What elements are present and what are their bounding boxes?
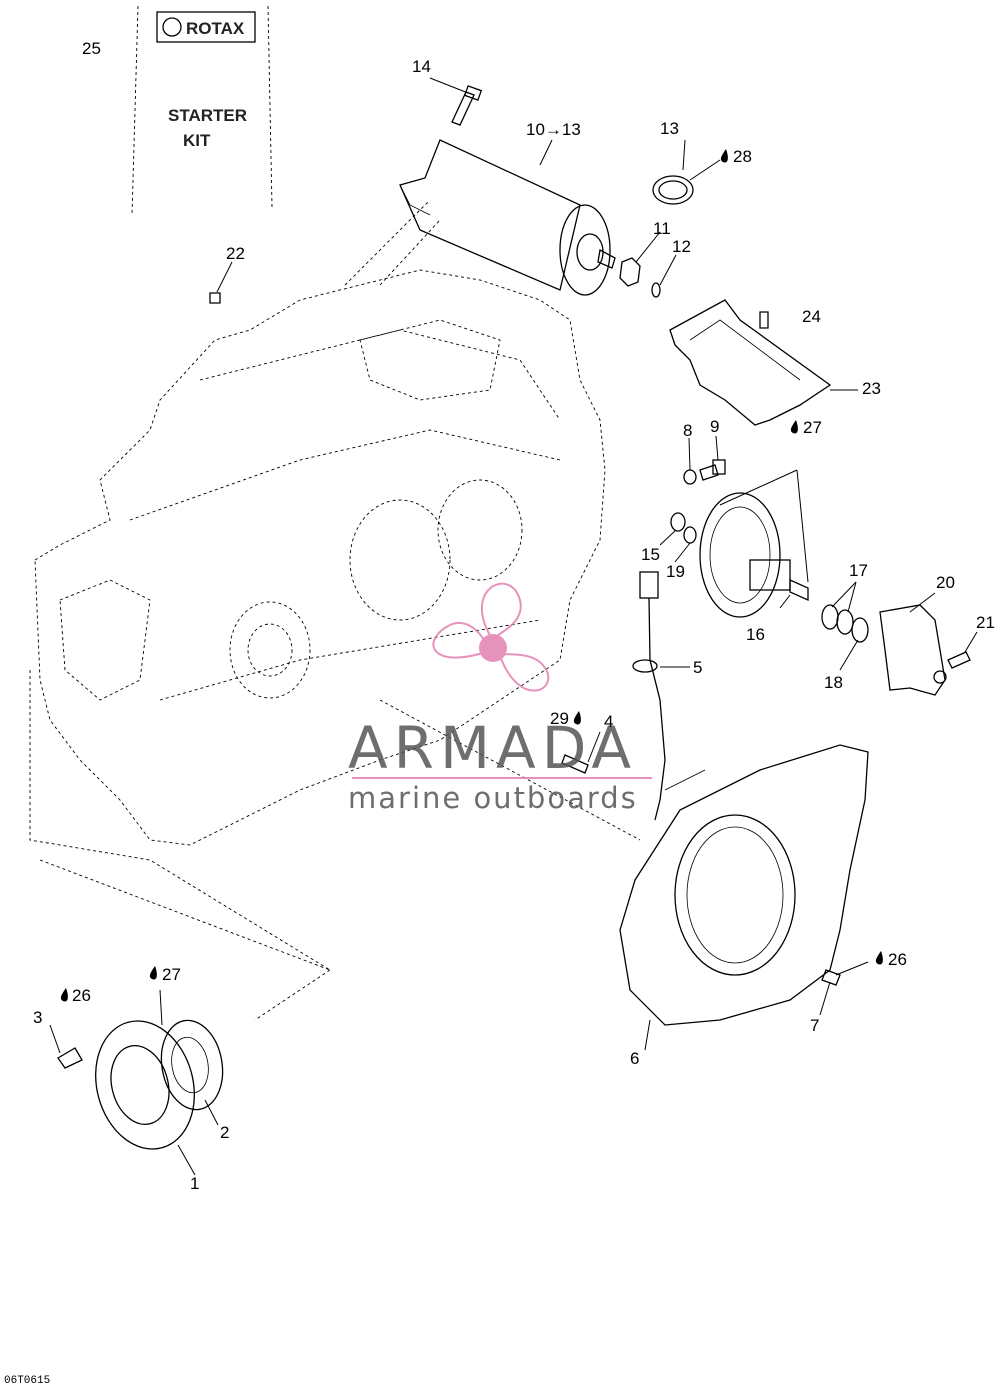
screw-4 bbox=[561, 754, 589, 774]
lube-27-left: 27 bbox=[162, 965, 181, 984]
label-5: 5 bbox=[693, 658, 702, 677]
oil-drop-icon bbox=[573, 711, 581, 725]
kit-line-1: STARTER bbox=[168, 106, 247, 125]
label-1: 1 bbox=[190, 1174, 199, 1193]
housing-cover-6 bbox=[619, 744, 869, 1026]
drive-gear-16 bbox=[699, 492, 809, 618]
kit-line-2: KIT bbox=[183, 131, 211, 150]
lubricant-callouts: 28 27 29 26 26 27 bbox=[60, 147, 907, 1005]
label-2: 2 bbox=[220, 1123, 229, 1142]
bolt-9 bbox=[699, 459, 726, 481]
label-18: 18 bbox=[824, 673, 843, 692]
leader-lines bbox=[49, 77, 978, 1176]
label-22: 22 bbox=[226, 244, 245, 263]
label-7: 7 bbox=[810, 1016, 819, 1035]
lube-27-top: 27 bbox=[803, 418, 822, 437]
label-21: 21 bbox=[976, 613, 995, 632]
rotax-logo-icon bbox=[162, 17, 182, 37]
label-25: 25 bbox=[82, 39, 101, 58]
oil-drop-icon bbox=[790, 420, 798, 434]
ring-12 bbox=[651, 282, 661, 298]
gasket-2 bbox=[160, 1019, 224, 1111]
lube-26-right: 26 bbox=[888, 950, 907, 969]
oil-drop-icon bbox=[60, 988, 68, 1002]
lube-29: 29 bbox=[550, 709, 569, 728]
wire-harness-5 bbox=[632, 571, 706, 821]
label-23: 23 bbox=[862, 379, 881, 398]
washer-19 bbox=[683, 526, 697, 544]
starter-kit-bag: ROTAX STARTER KIT bbox=[131, 5, 273, 216]
label-19: 19 bbox=[666, 562, 685, 581]
label-9: 9 bbox=[710, 417, 719, 436]
label-4: 4 bbox=[604, 712, 613, 731]
part-labels: 25 14 10→13 13 11 12 22 24 23 8 9 15 19 … bbox=[33, 39, 995, 1193]
bolt-14 bbox=[451, 85, 483, 126]
screw-7 bbox=[821, 969, 841, 986]
washer-8 bbox=[683, 469, 697, 485]
label-10-13: 10→13 bbox=[526, 120, 581, 139]
watermark: ARMADA marine outboards bbox=[348, 582, 652, 815]
lube-26-left: 26 bbox=[72, 986, 91, 1005]
pinion-gear-11 bbox=[619, 257, 641, 287]
propeller-logo-icon bbox=[432, 582, 550, 692]
label-24: 24 bbox=[802, 307, 821, 326]
label-16: 16 bbox=[746, 625, 765, 644]
label-13: 13 bbox=[660, 119, 679, 138]
watermark-title: ARMADA bbox=[348, 714, 637, 782]
starter-motor bbox=[399, 139, 616, 296]
flange-1 bbox=[95, 1020, 195, 1150]
oil-drop-icon bbox=[149, 966, 157, 980]
label-15: 15 bbox=[641, 545, 660, 564]
starter-cover-23 bbox=[669, 299, 832, 426]
label-12: 12 bbox=[672, 237, 691, 256]
oil-drop-icon bbox=[875, 951, 883, 965]
kit-brand: ROTAX bbox=[186, 19, 245, 38]
label-17: 17 bbox=[849, 561, 868, 580]
screw-3 bbox=[57, 1047, 83, 1069]
bushing-15 bbox=[670, 512, 686, 532]
washers-17-18 bbox=[821, 604, 869, 643]
label-8: 8 bbox=[683, 421, 692, 440]
label-14: 14 bbox=[412, 57, 431, 76]
lube-28: 28 bbox=[733, 147, 752, 166]
label-3: 3 bbox=[33, 1008, 42, 1027]
engine-block-outline bbox=[29, 199, 641, 1021]
seal-13 bbox=[652, 175, 694, 205]
watermark-subtitle: marine outboards bbox=[348, 781, 638, 815]
screw-24 bbox=[759, 311, 769, 329]
label-6: 6 bbox=[630, 1049, 639, 1068]
screw-22 bbox=[209, 292, 221, 304]
diagram-reference: 06T0615 bbox=[4, 1375, 50, 1387]
screw-21 bbox=[947, 651, 971, 669]
label-20: 20 bbox=[936, 573, 955, 592]
oil-drop-icon bbox=[720, 149, 728, 163]
support-20 bbox=[879, 604, 947, 696]
label-11: 11 bbox=[653, 219, 671, 238]
